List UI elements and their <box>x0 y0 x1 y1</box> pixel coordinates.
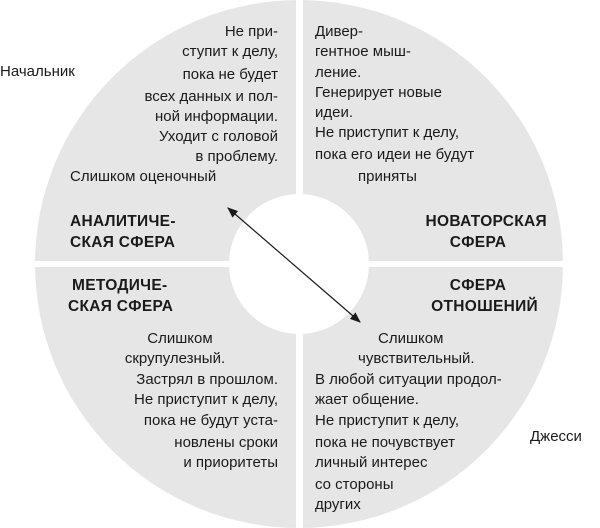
body-line: В любой ситуации продол- <box>315 371 502 388</box>
quadrant-title: СФЕРА <box>449 234 507 251</box>
body-line: Не при- <box>224 23 278 40</box>
body-line: ной информации. <box>154 108 278 125</box>
body-line: Уходит с головой <box>159 128 278 145</box>
body-line: Не приступит к делу, <box>133 391 278 408</box>
label-jessie: Джесси <box>530 428 582 445</box>
body-line: чувствительный. <box>358 350 475 367</box>
body-line: ление. <box>315 64 362 81</box>
quadrant-title: МЕТОДИЧЕ- <box>72 277 168 294</box>
body-line: Слишком оценочный <box>70 168 217 185</box>
quadrant-title: ОТНОШЕНИЙ <box>431 298 538 315</box>
body-line: пока не будет <box>182 66 278 83</box>
body-line: Не приступит к делу, <box>315 412 460 429</box>
body-line: личный интерес <box>315 454 428 471</box>
body-line: других <box>315 496 361 513</box>
body-line: Слишком <box>147 330 213 347</box>
quadrant-title: НОВАТОРСКАЯ <box>425 213 547 230</box>
body-line: в проблему. <box>195 148 278 165</box>
body-line: пока не будут уста- <box>143 412 278 429</box>
body-line: скрупулезный. <box>124 350 226 367</box>
quadrant-title: СКАЯ СФЕРА <box>68 298 174 315</box>
body-line: Слишком <box>378 330 444 347</box>
quadrant-title: СФЕРА <box>449 277 507 294</box>
body-line: Дивер- <box>315 23 364 40</box>
body-line: Генерирует новые <box>315 84 442 101</box>
body-line: всех данных и пол- <box>144 88 278 105</box>
body-line: идеи. <box>315 104 354 121</box>
body-line: гентное мыш- <box>315 43 411 60</box>
body-line: Застрял в прошлом. <box>136 371 278 388</box>
body-line: пока его идеи не будут <box>315 146 475 163</box>
body-line: пока не почувствует <box>315 434 455 451</box>
body-line: со стороны <box>315 476 394 493</box>
quadrant-title: АНАЛИТИЧЕ- <box>70 213 176 230</box>
body-line: приняты <box>358 168 417 185</box>
double-arrow <box>227 207 361 323</box>
horizontal-gap <box>0 261 600 267</box>
label-boss: Начальник <box>0 63 75 80</box>
body-line: и приоритеты <box>183 454 278 471</box>
body-line: Не приступит к делу, <box>315 124 460 141</box>
body-line: новлены сроки <box>174 434 278 451</box>
body-line: ступит к делу, <box>182 43 278 60</box>
quadrant-title: СКАЯ СФЕРА <box>70 234 176 251</box>
body-line: жает общение. <box>315 391 419 408</box>
